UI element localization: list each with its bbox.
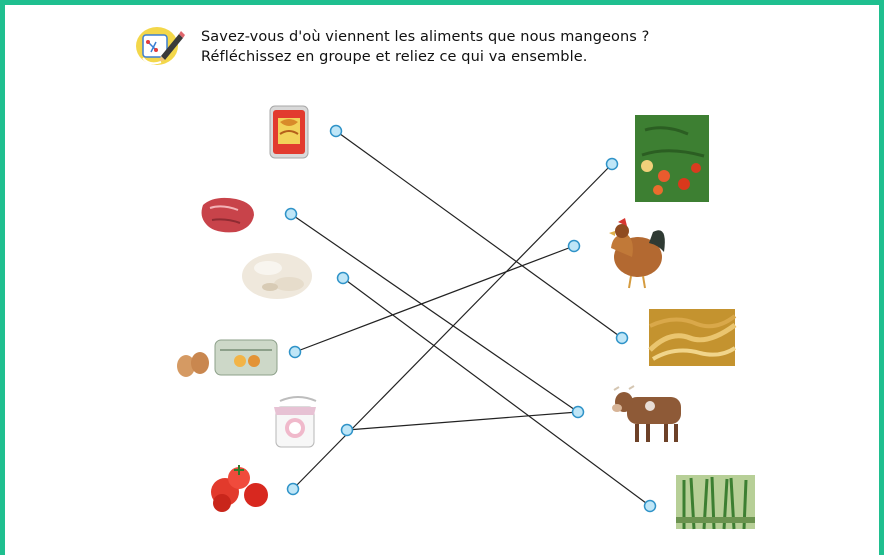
yogurt-pot-image [274,396,317,448]
rice-plants-image [676,475,755,530]
pasta-package-image [269,105,309,159]
connection-yogurt-cow [346,411,579,431]
pencil-icon [133,22,189,68]
dot-cow[interactable] [571,405,585,419]
cow-image [612,385,681,442]
connection-pasta-wheat [335,130,623,339]
connection-meat-cow [290,213,579,413]
tomatoes-image [211,465,268,512]
connection-lines [290,130,651,507]
left-dots [284,124,354,496]
instruction-line-2: Réfléchissez en groupe et reliez ce qui … [201,49,588,65]
connection-tomatoes-plant [292,163,613,490]
connection-eggs-hen [294,245,575,353]
connection-rice-riceplant [342,277,651,507]
instructions-text: Savez-vous d'où viennent les aliments qu… [201,27,649,67]
hen-image [609,218,665,289]
dot-yogurt[interactable] [340,423,354,437]
rice-grains-image [242,253,312,299]
dot-eggs[interactable] [288,345,302,359]
instruction-line-1: Savez-vous d'où viennent les aliments qu… [201,29,650,45]
dot-tomatoes[interactable] [286,482,300,496]
dot-hen[interactable] [567,239,581,253]
eggs-carton-image [177,339,278,377]
dot-pasta[interactable] [329,124,343,138]
dot-tomato-plant[interactable] [605,157,619,171]
wheat-field-image [648,309,737,366]
tomato-plant-image [635,115,709,202]
right-dots [567,157,657,513]
dot-meat[interactable] [284,207,298,221]
dot-rice-plants[interactable] [643,499,657,513]
dot-wheat[interactable] [615,331,629,345]
raw-meat-image [201,197,254,233]
dot-rice[interactable] [336,271,350,285]
